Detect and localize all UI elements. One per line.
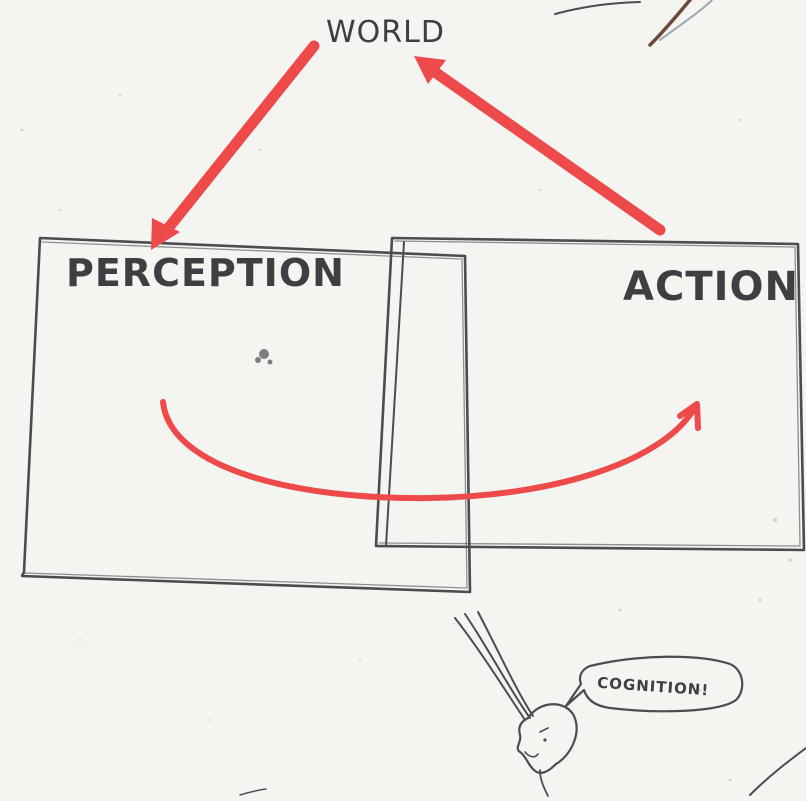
stick-figure — [455, 612, 577, 796]
arrow-world-to-perception — [151, 46, 314, 250]
arrow-action-to-world — [414, 56, 660, 230]
speech-bubble-text: COGNITION! — [597, 674, 710, 700]
speech-bubble: COGNITION! — [566, 657, 742, 712]
world-label: WORLD — [326, 15, 445, 50]
smudge-mark — [255, 349, 273, 365]
action-label: ACTION — [623, 264, 799, 310]
stray-pencil-marks — [240, 0, 806, 795]
perception-label: PERCEPTION — [66, 251, 345, 295]
arrow-perception-to-action — [163, 402, 698, 498]
